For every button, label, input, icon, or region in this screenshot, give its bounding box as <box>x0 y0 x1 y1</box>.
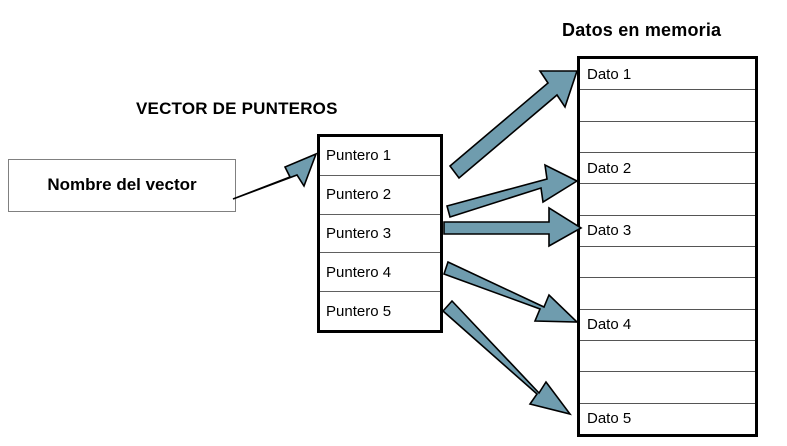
arrow-puntero-3-to-dato-3 <box>443 206 583 248</box>
pointer-row: Puntero 2 <box>320 175 440 215</box>
pointer-vector-table: Puntero 1 Puntero 2 Puntero 3 Puntero 4 … <box>317 134 443 333</box>
pointer-row: Puntero 4 <box>320 253 440 293</box>
vector-name-box: Nombre del vector <box>8 159 236 212</box>
memory-row: Dato 3 <box>580 215 755 247</box>
vector-name-label: Nombre del vector <box>47 175 197 195</box>
arrow-puntero-1-to-dato-1 <box>448 70 579 180</box>
page-title-datos-en-memoria: Datos en memoria <box>562 20 722 40</box>
arrow-puntero-2-to-dato-2 <box>446 163 579 219</box>
pointer-row: Puntero 1 <box>320 137 440 176</box>
memory-row: Dato 1 <box>580 59 755 91</box>
memory-row <box>580 184 755 216</box>
memory-row <box>580 90 755 122</box>
arrow-name-to-pointer-table <box>232 152 318 200</box>
pointer-row: Puntero 3 <box>320 214 440 254</box>
memory-data-table: Dato 1 Dato 2 Dato 3 Dato 4 Dato 5 <box>577 56 758 437</box>
pointer-row: Puntero 5 <box>320 292 440 330</box>
memory-row <box>580 246 755 279</box>
memory-row <box>580 340 755 373</box>
arrow-puntero-5-to-dato-5 <box>441 299 572 416</box>
memory-row <box>580 121 755 153</box>
arrow-puntero-4-to-dato-4 <box>442 260 580 323</box>
page-title-vector-de-punteros: VECTOR DE PUNTEROS <box>136 99 338 118</box>
memory-row <box>580 372 755 404</box>
memory-row: Dato 2 <box>580 152 755 185</box>
memory-row: Dato 5 <box>580 403 755 434</box>
memory-row <box>580 278 755 310</box>
memory-row: Dato 4 <box>580 309 755 341</box>
